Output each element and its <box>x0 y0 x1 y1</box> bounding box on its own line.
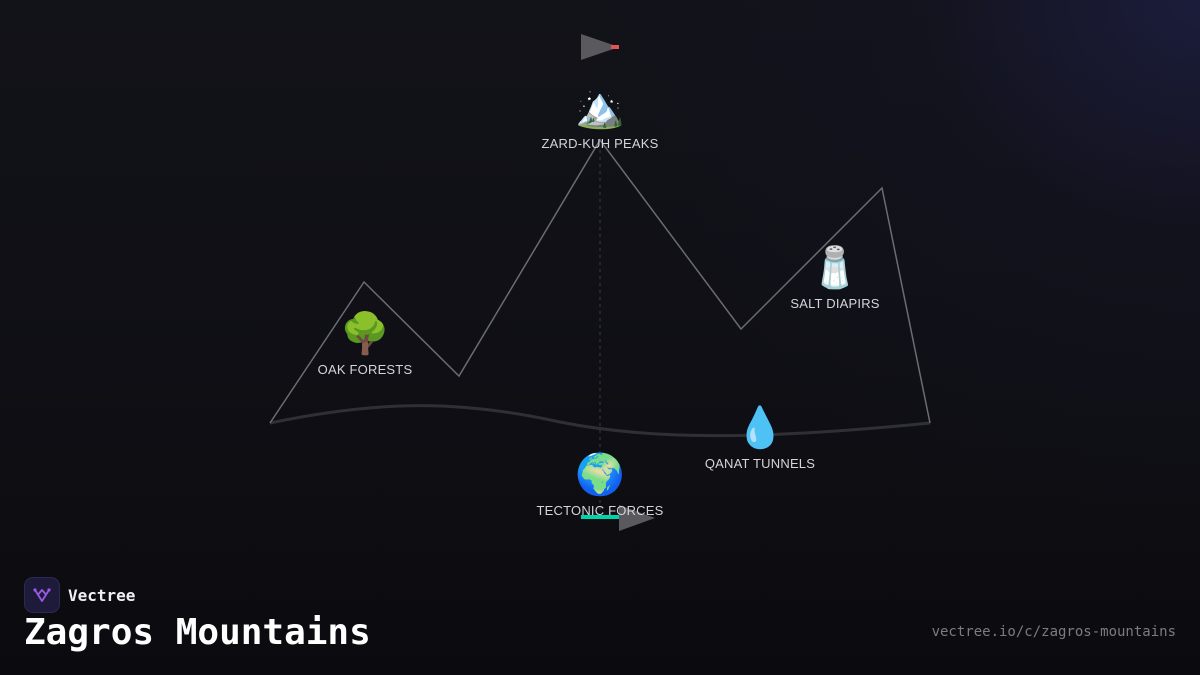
page-url[interactable]: vectree.io/c/zagros-mountains <box>931 624 1176 640</box>
node-oak-forests: 🌳 OAK FORESTS <box>285 310 445 377</box>
snow-capped-mountain-icon: 🏔️ <box>575 85 625 131</box>
page-title: Zagros Mountains <box>24 612 371 653</box>
node-label: TECTONIC FORCES <box>536 503 664 518</box>
node-label: OAK FORESTS <box>317 362 413 377</box>
vectree-logo-icon <box>24 577 60 613</box>
globe-icon: 🌍 <box>575 452 625 498</box>
mountain-base-curve <box>269 404 931 438</box>
node-label: QANAT TUNNELS <box>704 456 816 471</box>
bottom-flag-icon <box>581 505 655 531</box>
mountain-ridge-line <box>269 138 931 424</box>
node-zard-kuh-peaks: 🏔️ ZARD-KUH PEAKS <box>520 84 680 151</box>
water-droplet-icon: 💧 <box>735 405 785 451</box>
node-label: ZARD-KUH PEAKS <box>541 136 659 151</box>
brand-name: Vectree <box>68 585 136 605</box>
top-flag-icon <box>581 34 619 60</box>
node-label: SALT DIAPIRS <box>790 296 880 311</box>
node-salt-diapirs: 🧂 SALT DIAPIRS <box>755 244 915 311</box>
brand[interactable]: Vectree <box>24 577 135 613</box>
salt-shaker-icon: 🧂 <box>810 245 860 291</box>
node-tectonic-forces: 🌍 TECTONIC FORCES <box>520 451 680 518</box>
deciduous-tree-icon: 🌳 <box>340 311 390 357</box>
node-qanat-tunnels: 💧 QANAT TUNNELS <box>680 404 840 471</box>
